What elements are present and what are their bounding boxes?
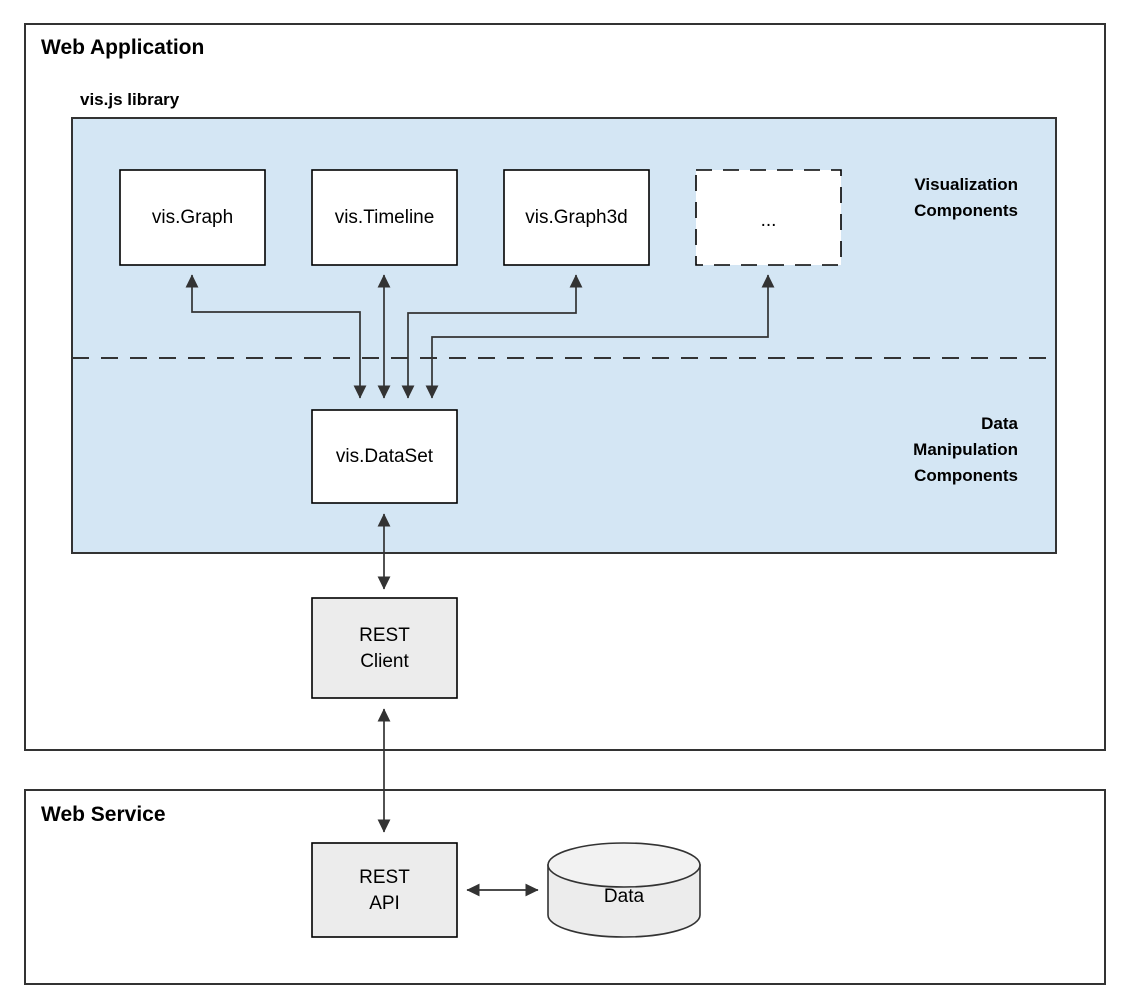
node-vis-timeline-label: vis.Timeline bbox=[335, 207, 435, 228]
node-vis-timeline-box[interactable] bbox=[311, 169, 458, 266]
node-rest-client-box[interactable] bbox=[311, 597, 458, 699]
data-manipulation-label-line1: Data bbox=[981, 414, 1018, 433]
connector-dataset-vis-graph bbox=[185, 274, 367, 399]
node-more-components-box[interactable] bbox=[695, 169, 842, 266]
node-rest-api-label-line1: REST bbox=[359, 867, 410, 888]
node-rest-api[interactable]: REST API bbox=[311, 842, 458, 938]
connector-dataset-more-components bbox=[425, 274, 775, 399]
visualization-components-label-line2: Components bbox=[914, 201, 1018, 220]
node-rest-api-label-line2: API bbox=[369, 893, 400, 914]
node-vis-graph3d-box[interactable] bbox=[503, 169, 650, 266]
node-vis-dataset-label: vis.DataSet bbox=[336, 446, 434, 467]
visualization-components-label-line1: Visualization bbox=[914, 175, 1018, 194]
node-more-components-label: ... bbox=[761, 210, 777, 231]
node-vis-graph[interactable]: vis.Graph bbox=[119, 169, 266, 266]
data-manipulation-label-line2: Manipulation bbox=[913, 440, 1018, 459]
data-manipulation-label-line3: Components bbox=[914, 466, 1018, 485]
panel-web-application-title: Web Application bbox=[41, 36, 204, 59]
node-data-store-top[interactable] bbox=[547, 842, 701, 888]
node-vis-dataset[interactable]: vis.DataSet bbox=[311, 409, 458, 504]
library-title: vis.js library bbox=[80, 90, 180, 109]
node-vis-dataset-box[interactable] bbox=[311, 409, 458, 504]
node-data-store-label: Data bbox=[604, 886, 645, 907]
node-rest-client-label-line2: Client bbox=[360, 651, 409, 672]
node-rest-client[interactable]: REST Client bbox=[311, 597, 458, 699]
node-vis-graph-box[interactable] bbox=[119, 169, 266, 266]
node-rest-api-box[interactable] bbox=[311, 842, 458, 938]
node-vis-timeline[interactable]: vis.Timeline bbox=[311, 169, 458, 266]
node-data-store[interactable]: Data bbox=[547, 842, 701, 938]
node-rest-client-label-line1: REST bbox=[359, 625, 410, 646]
panel-web-service-title: Web Service bbox=[41, 803, 166, 826]
node-vis-graph-label: vis.Graph bbox=[152, 207, 233, 228]
node-vis-graph3d-label: vis.Graph3d bbox=[525, 207, 627, 228]
node-more-components[interactable]: ... bbox=[695, 169, 842, 266]
node-vis-graph3d[interactable]: vis.Graph3d bbox=[503, 169, 650, 266]
